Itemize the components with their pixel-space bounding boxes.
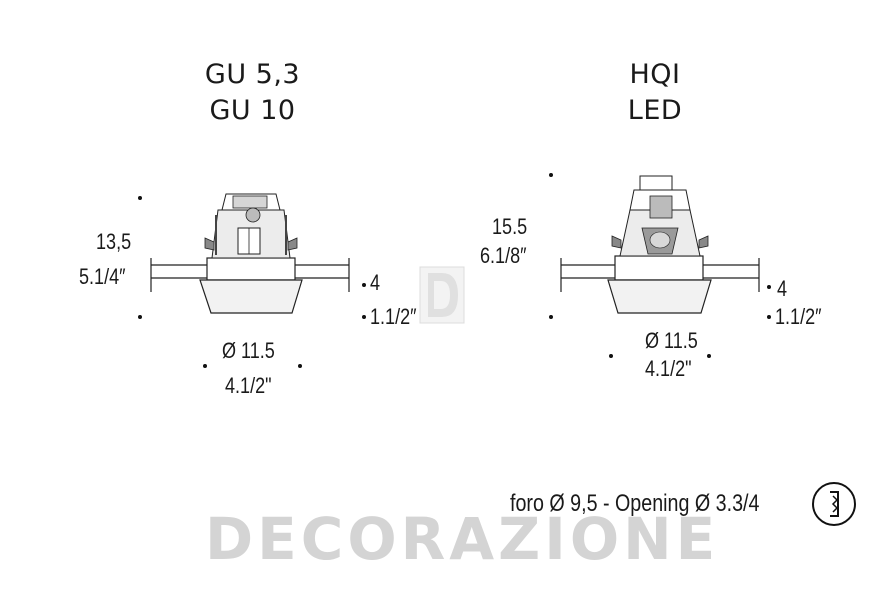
right-flange-imperial: 1.1/2″ [775, 304, 822, 329]
right-diameter-imperial: 4.1/2" [645, 356, 692, 381]
left-flange-metric: 4 [370, 270, 381, 295]
right-title-line2: LED [627, 95, 683, 126]
left-flange-imperial: 1.1/2″ [370, 304, 417, 329]
right-diameter-metric: Ø 11.5 [645, 328, 698, 353]
dimension-dot [362, 283, 366, 287]
right-height-metric: 15.5 [492, 214, 528, 239]
left-height-metric: 13,5 [96, 229, 132, 254]
wall-opening-icon [812, 482, 856, 526]
dimension-dot [138, 315, 142, 319]
dimension-dot [549, 173, 553, 177]
left-diameter-imperial: 4.1/2" [225, 373, 272, 398]
left-title-line1: GU 5,3 [204, 59, 301, 90]
right-flange-metric: 4 [777, 276, 788, 301]
dimension-dot [298, 364, 302, 368]
dimension-dot [767, 285, 771, 289]
left-height-imperial: 5.1/4″ [79, 264, 126, 289]
dimension-dot [707, 354, 711, 358]
right-title: HQI LED [605, 57, 705, 129]
left-title: GU 5,3 GU 10 [190, 57, 315, 129]
dimension-dot [203, 364, 207, 368]
watermark-text: DECORAZIONE [205, 505, 720, 573]
hole-size-text: foro Ø 9,5 - Opening Ø 3.3/4 [510, 490, 760, 517]
dimension-dot [767, 315, 771, 319]
right-title-line1: HQI [629, 59, 681, 90]
dimension-dot [138, 196, 142, 200]
left-diameter-metric: Ø 11.5 [222, 338, 275, 363]
watermark-logo [419, 266, 465, 324]
right-height-imperial: 6.1/8″ [480, 243, 527, 268]
dimension-dot [609, 354, 613, 358]
dimension-dot [549, 315, 553, 319]
left-title-line2: GU 10 [209, 95, 296, 126]
dimension-dot [362, 315, 366, 319]
